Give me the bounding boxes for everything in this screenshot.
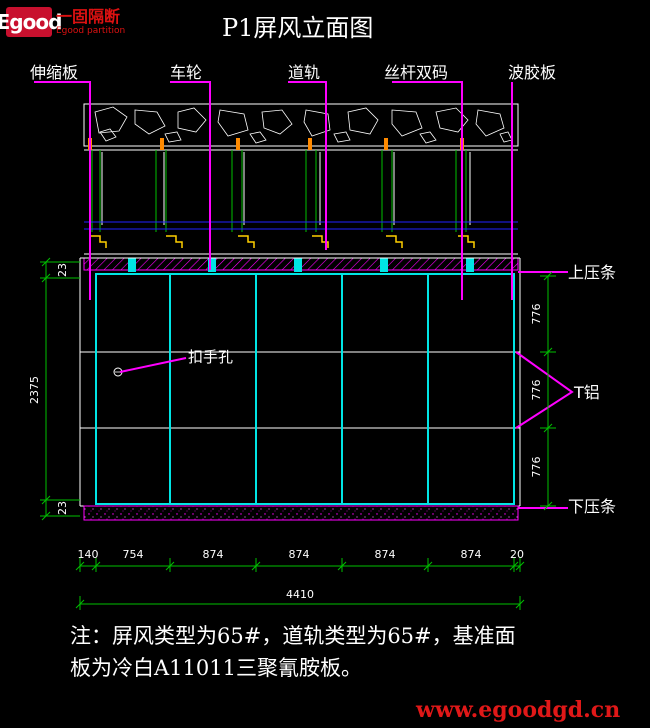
logo-chinese: 一固隔断 [56, 6, 121, 26]
dim-width-3: 874 [289, 548, 310, 561]
screen-panels [95, 273, 515, 505]
dim-top-gap: 23 [56, 263, 69, 277]
logo-english: Egood partition [56, 25, 126, 36]
callout-wheel: 车轮 [170, 63, 202, 82]
dim-width-6: 20 [510, 548, 524, 561]
callout-t-aluminum: T铝 [573, 383, 600, 402]
lower-strip [83, 505, 519, 521]
dim-bottom-gap: 23 [56, 501, 69, 515]
logo-mark: Egood [0, 7, 62, 37]
callout-leaders [34, 81, 568, 509]
t-aluminum-leader [515, 351, 574, 429]
callout-screw-rod: 丝杆双码 [384, 63, 448, 82]
dim-section-2: 776 [530, 380, 543, 401]
ceiling-slab [83, 103, 519, 151]
dim-width-0: 140 [78, 548, 99, 561]
section-dimension [540, 271, 556, 511]
dim-section-3: 776 [530, 457, 543, 478]
drawing-note: 注：屏风类型为65#，道轨类型为65#，基准面板为冷白A11011三聚氰胺板。 [70, 624, 516, 680]
panel-frame [79, 257, 521, 507]
website-url[interactable]: www.egoodgd.cn [416, 697, 621, 723]
callout-track: 道轨 [288, 63, 320, 82]
callout-upper-strip: 上压条 [568, 263, 616, 282]
track-hangers [84, 138, 518, 255]
dim-overall-width: 4410 [286, 588, 314, 601]
upper-strip [83, 257, 519, 272]
height-dimension [40, 257, 80, 521]
dim-width-1: 754 [123, 548, 144, 561]
dim-width-4: 874 [375, 548, 396, 561]
callout-lower-strip: 下压条 [568, 497, 616, 516]
callout-corrugated-board: 波胶板 [508, 63, 556, 82]
dim-overall-height: 2375 [28, 376, 41, 404]
logo: Egood 一固隔断 Egood partition [0, 4, 126, 40]
dim-section-1: 776 [530, 304, 543, 325]
dim-width-5: 874 [461, 548, 482, 561]
logo-text: 一固隔断 Egood partition [56, 6, 126, 36]
drawing-title: P1屏风立面图 [222, 14, 374, 42]
dim-width-2: 874 [203, 548, 224, 561]
callout-expansion-plate: 伸缩板 [30, 63, 78, 82]
callout-handle-hole: 扣手孔 [188, 348, 233, 366]
width-dimension [75, 558, 525, 610]
